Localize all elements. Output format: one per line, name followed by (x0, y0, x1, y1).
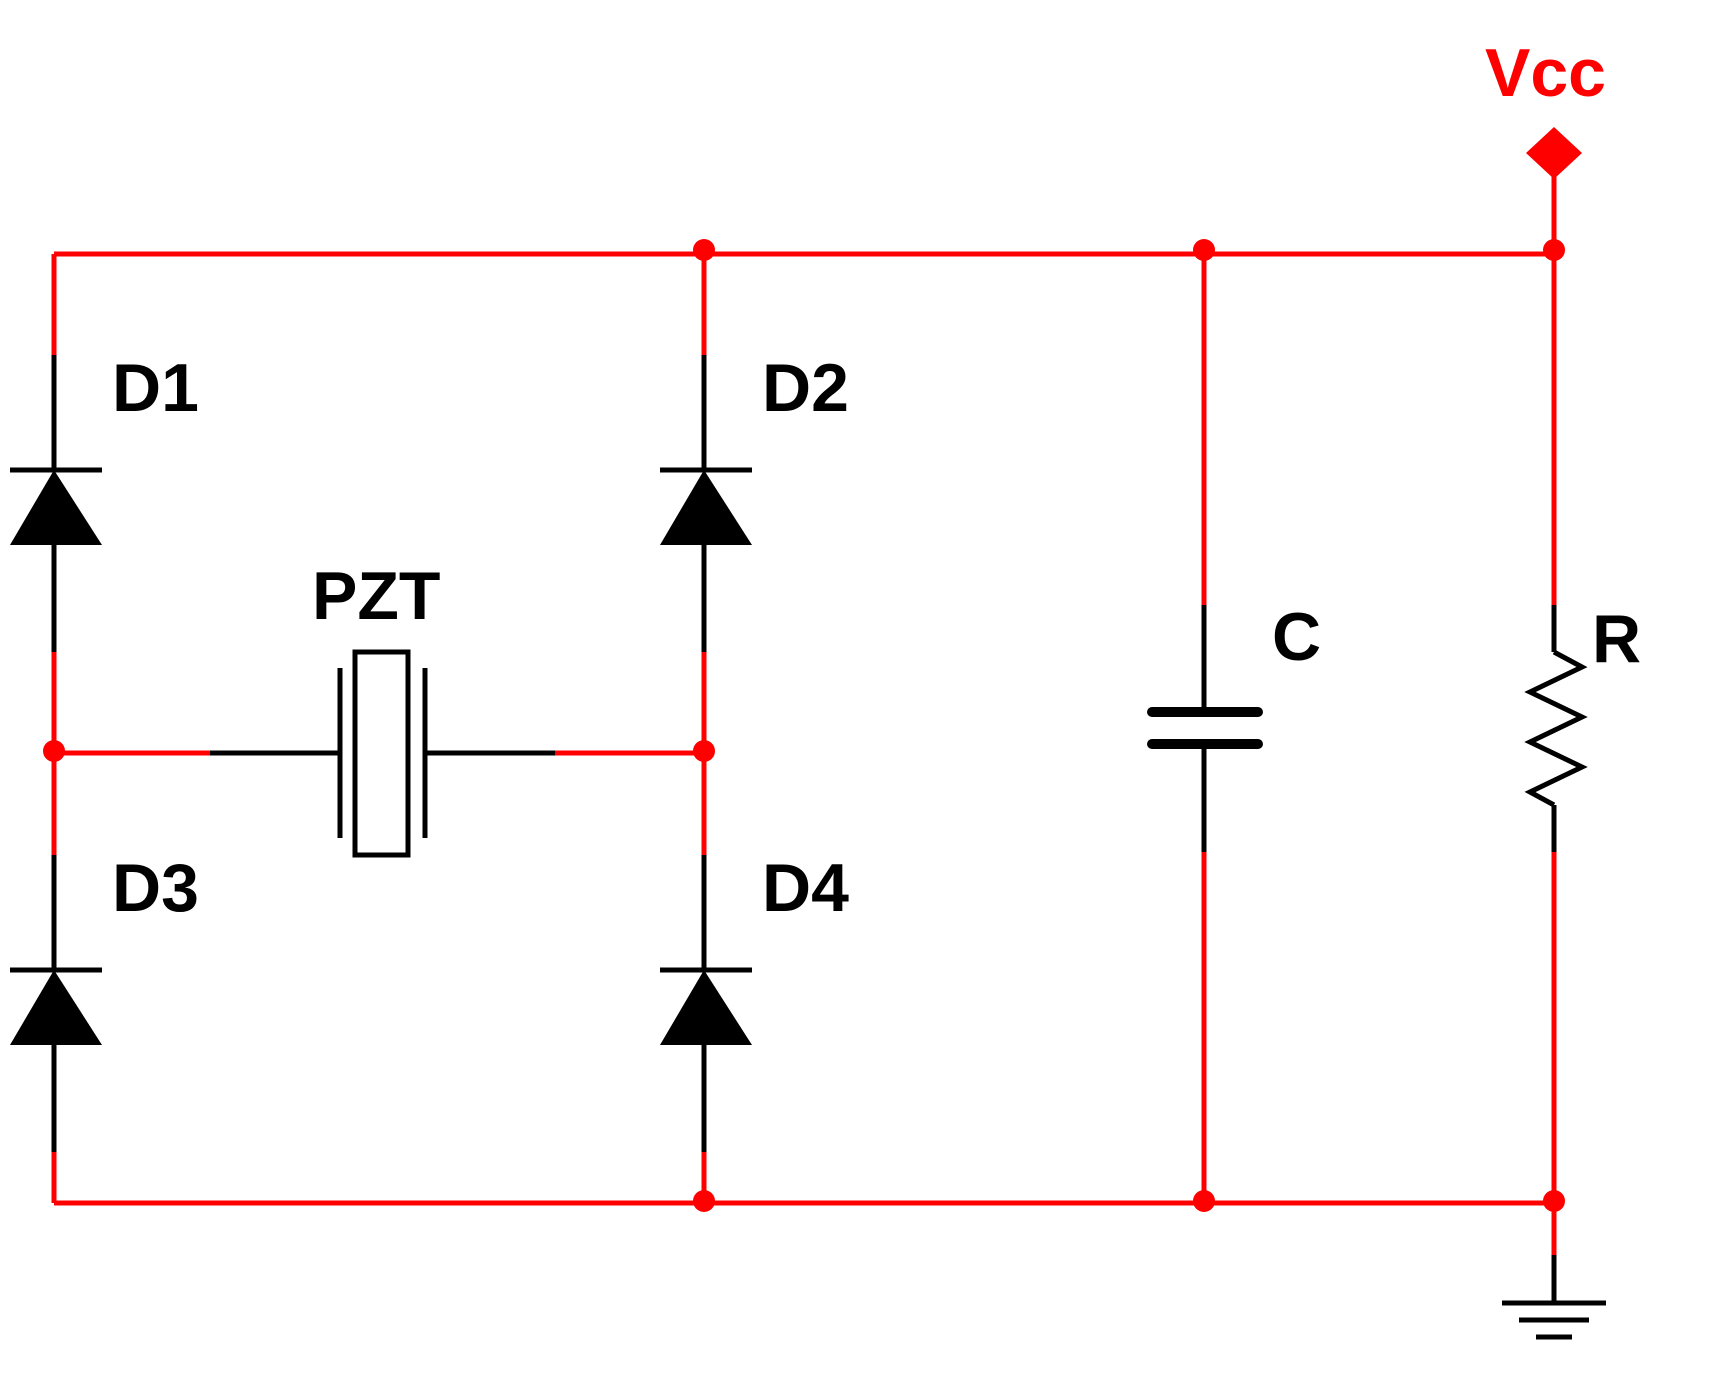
diode-d2: D2 (660, 350, 849, 652)
junction-pzt-left (43, 740, 65, 762)
vcc-terminal: Vcc (1485, 35, 1606, 179)
d3-label: D3 (112, 850, 199, 926)
junctions (43, 239, 1565, 1212)
junction-top-middle (693, 239, 715, 261)
resistor-r: R (1524, 601, 1641, 852)
d1-label: D1 (112, 350, 199, 426)
capacitor-c: C (1147, 599, 1321, 852)
junction-bottom-middle (693, 1190, 715, 1212)
resistor-label: R (1592, 601, 1641, 677)
junction-bottom-capacitor (1193, 1190, 1215, 1212)
pzt-crystal-body (352, 649, 411, 858)
d1-triangle (10, 470, 102, 545)
d2-triangle (660, 470, 752, 545)
diode-d4: D4 (660, 850, 849, 1152)
pzt-label: PZT (312, 558, 440, 634)
wiring (51, 165, 1557, 1255)
d2-label: D2 (762, 350, 849, 426)
junction-bottom-resistor (1543, 1190, 1565, 1212)
junction-top-capacitor (1193, 239, 1215, 261)
diode-d3: D3 (10, 850, 199, 1152)
resistor-zigzag (1524, 649, 1588, 808)
d3-triangle (10, 970, 102, 1045)
d4-label: D4 (762, 850, 849, 926)
diamond-power-terminal-icon (1526, 127, 1582, 179)
d4-triangle (660, 970, 752, 1045)
junction-pzt-right (693, 740, 715, 762)
vcc-label: Vcc (1485, 35, 1606, 111)
diode-d1: D1 (10, 350, 199, 652)
capacitor-label: C (1272, 599, 1321, 675)
junction-top-resistor (1543, 239, 1565, 261)
pzt-crystal: PZT (210, 558, 555, 858)
ground-symbol-icon (1502, 1255, 1606, 1340)
